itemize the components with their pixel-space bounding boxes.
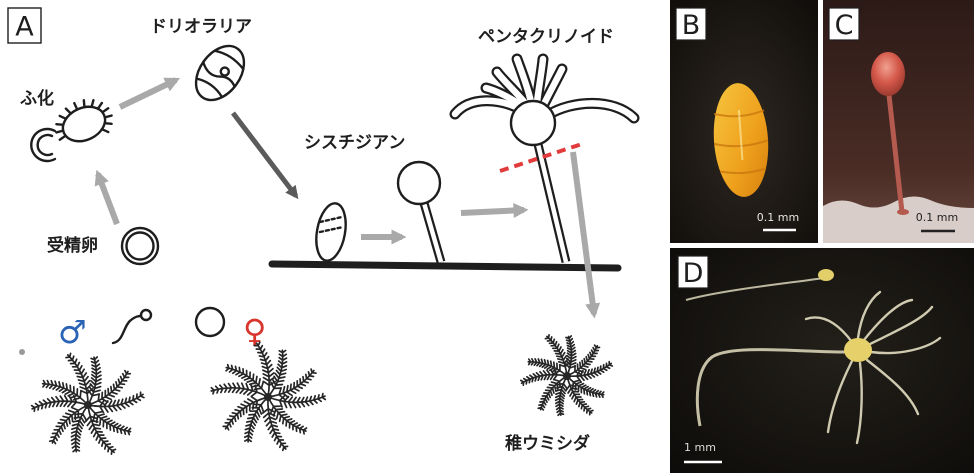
label-doliolaria: ドリオラリア [150,17,252,37]
juvenile-feather-star [521,335,613,416]
arrow-cystidean-to-pentacrinoid [461,210,524,213]
central-disc [563,372,571,380]
sperm-head [141,310,151,320]
arm-lumen [548,103,634,118]
feather-arm [263,397,288,450]
male-symbol: ♂ [58,313,87,351]
panel-c-scale-label: 0.1 mm [916,211,958,224]
panel-a: A ふ化 ドリオラリア ペンタクリノイド シスチジアン 受精卵 稚ウミシダ [8,8,634,454]
small-gray-spot [19,349,25,355]
panel-d-scale-label: 1 mm [684,441,716,454]
feather-arm [88,405,131,435]
label-fertilized-egg: 受精卵 [47,235,98,256]
pentacrinoid-stage [455,59,634,314]
feather-arm [556,376,567,415]
settled-larva-body [312,201,350,263]
label-cystidean: シスチジアン [304,133,405,153]
cystidean-stage [398,162,441,262]
pentacrinoid-stalk-lumen [537,140,566,262]
feather-arm [538,376,567,410]
panel-c-photo: C 0.1 mm [823,0,974,243]
cystidean-photo-calyx [871,52,905,96]
sperm [113,316,141,343]
feather-arm [528,359,567,376]
substrate-line [272,264,618,268]
fertilized-egg [122,228,158,264]
panel-b-label: B [682,10,701,41]
panel-d-background [670,248,974,473]
unfertilized-egg [196,308,224,336]
label-hatching: ふ化 [20,88,54,109]
panel-d-photo: D 1 mm [670,248,974,473]
feather-arm [567,376,604,397]
central-disc [84,401,92,409]
panel-b-scale-label: 0.1 mm [757,211,799,224]
arrow-hatching-to-doliolaria [120,80,176,107]
label-juvenile: 稚ウミシダ [505,433,590,454]
panel-b-photo: B 0.1 mm [670,0,818,243]
doliolaria-larva [186,37,254,109]
settled-larva [312,201,350,263]
small-cystidean-calyx [818,269,834,281]
panel-c-label: C [835,10,854,41]
pentacrinoid-photo-calyx [844,338,872,362]
female-adult-feather-star [211,342,325,450]
panel-a-label: A [15,12,34,43]
cystidean-photo-foot [897,209,909,215]
female-symbol: ♀ [243,312,266,350]
arrow-pentacrinoid-to-juvenile [573,152,594,314]
cystidean-calyx [398,162,440,204]
pentacrinoid-calyx [511,101,555,145]
egg-shell-fragment [31,129,55,161]
arrow-egg-to-hatching [98,174,117,224]
panel-d-label: D [683,258,704,289]
arrow-doliolaria-to-settlement [233,113,296,196]
label-pentacrinoid: ペンタクリノイド [478,27,614,47]
central-disc [264,393,272,401]
male-adult-feather-star [32,353,144,454]
cystidean-stalk-lumen [424,203,441,262]
